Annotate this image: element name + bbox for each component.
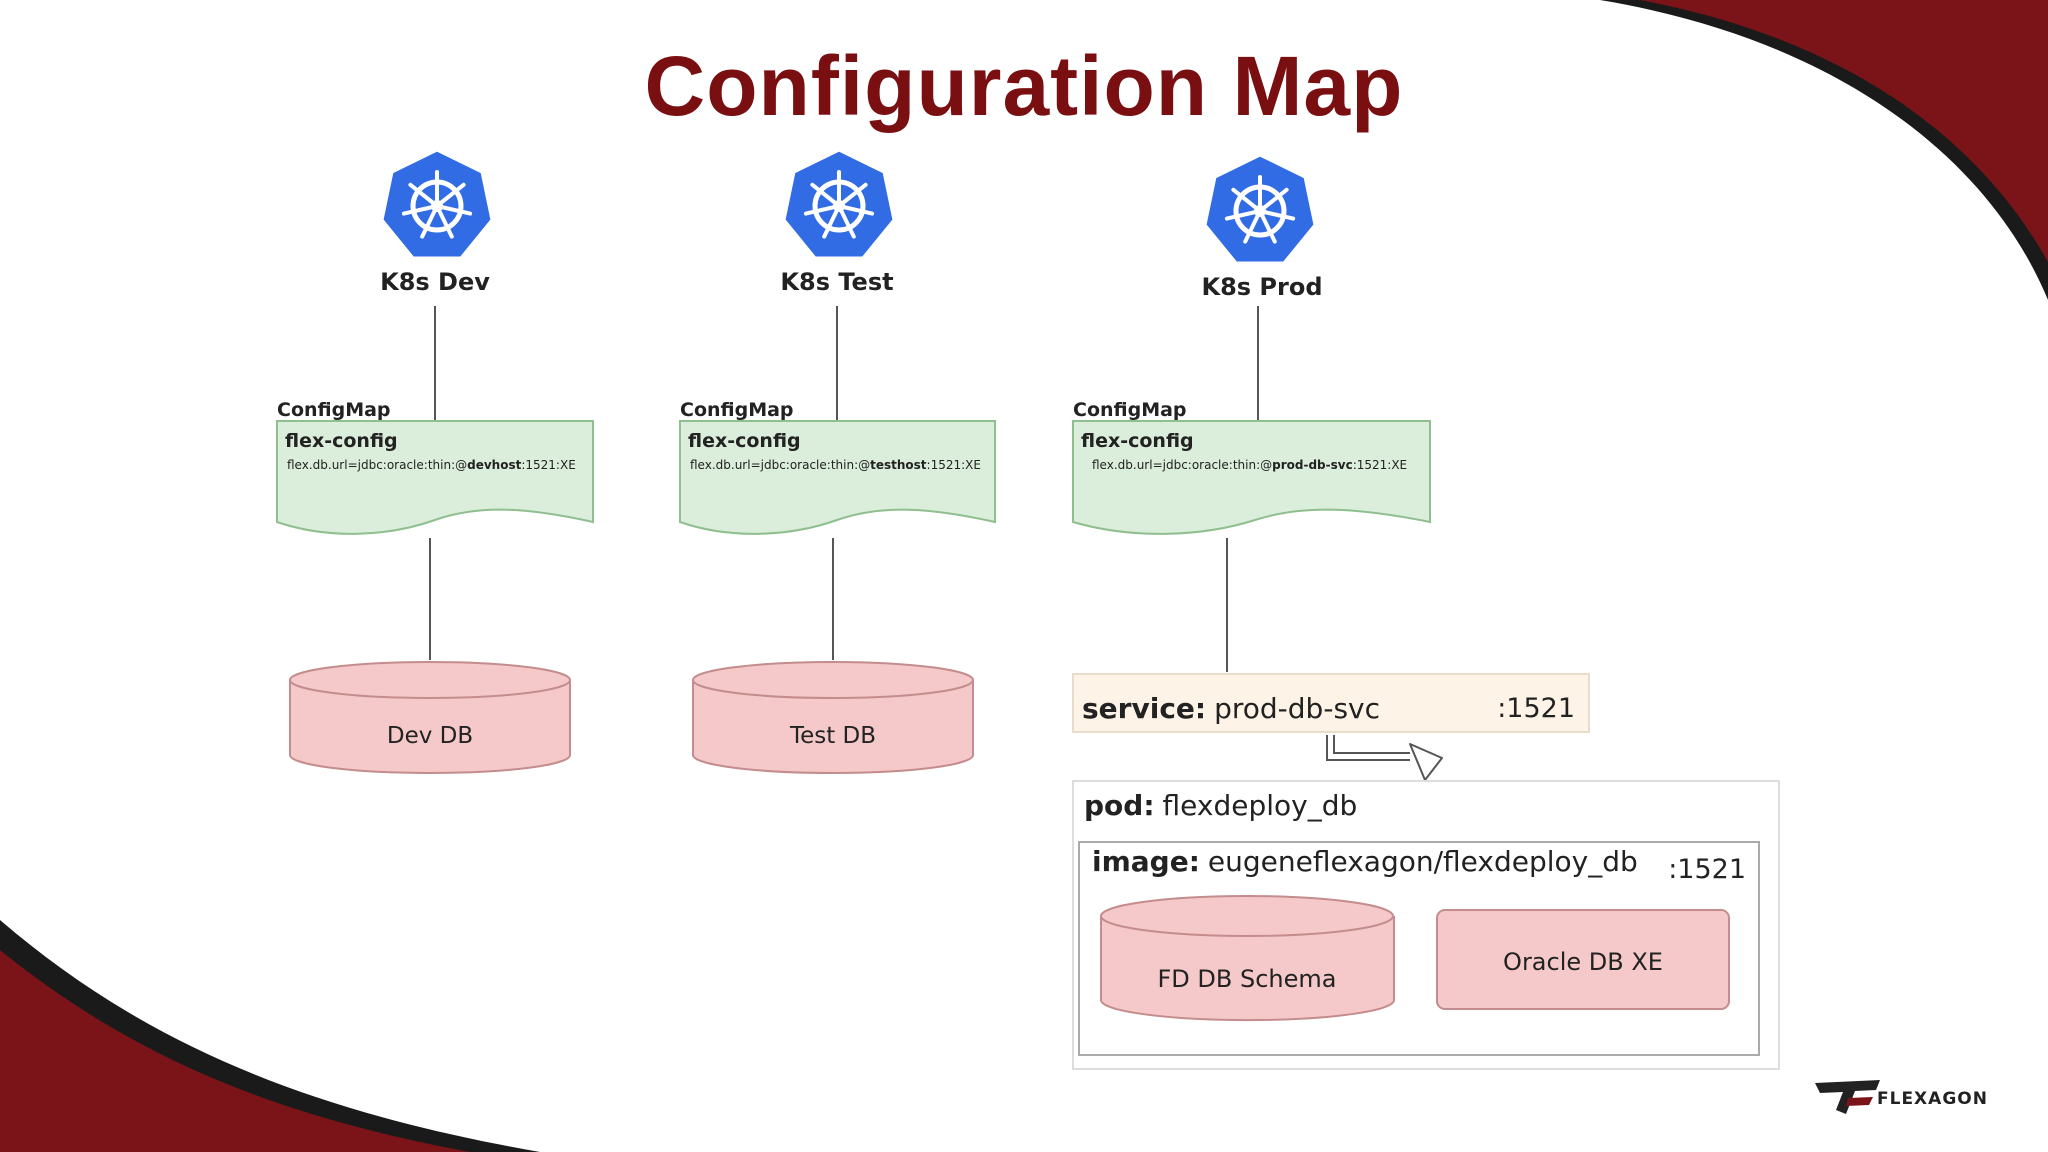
- configmap-name: flex-config: [285, 430, 398, 452]
- configmap-name: flex-config: [688, 430, 801, 452]
- kubernetes-icon: [784, 150, 894, 258]
- schema-database: FD DB Schema: [1100, 895, 1395, 1022]
- pod-title: pod:flexdeploy_db: [1084, 789, 1357, 822]
- configmap-kind: ConfigMap: [680, 399, 794, 421]
- database-label: Dev DB: [387, 723, 473, 749]
- cluster-label: K8s Dev: [380, 268, 490, 296]
- service-port: :1521: [1497, 693, 1575, 724]
- schema-label: FD DB Schema: [1158, 965, 1337, 993]
- service-text: service:prod-db-svc: [1082, 692, 1380, 725]
- connector-lines: [429, 306, 1259, 672]
- configmap-url: flex.db.url=jdbc:oracle:thin:@prod-db-sv…: [1092, 458, 1407, 472]
- configmap-url: flex.db.url=jdbc:oracle:thin:@testhost:1…: [690, 458, 981, 472]
- cluster-dev: K8s Dev ConfigMap flex-config flex.db.ur…: [276, 150, 594, 774]
- engine-label: Oracle DB XE: [1503, 948, 1663, 976]
- cluster-label: K8s Test: [780, 268, 893, 296]
- image-port: :1521: [1668, 854, 1746, 885]
- arrow-icon: [1326, 735, 1443, 781]
- flexagon-logo: FLEXAGON: [1815, 1080, 1988, 1114]
- database-test: Test DB: [692, 661, 974, 774]
- configmap-url: flex.db.url=jdbc:oracle:thin:@devhost:15…: [287, 458, 576, 472]
- logo-text: FLEXAGON: [1877, 1089, 1988, 1109]
- cluster-test: K8s Test ConfigMap flex-config flex.db.u…: [679, 150, 996, 774]
- configmap-kind: ConfigMap: [277, 399, 391, 421]
- configmap-kind: ConfigMap: [1073, 399, 1187, 421]
- service-box: service:prod-db-svc :1521: [1072, 673, 1590, 733]
- configmap-doc: ConfigMap flex-config flex.db.url=jdbc:o…: [1072, 399, 1431, 535]
- kubernetes-icon: [1205, 155, 1315, 263]
- image-box: image:eugeneflexagon/flexdeploy_db :1521…: [1078, 841, 1760, 1056]
- cluster-label: K8s Prod: [1201, 273, 1322, 301]
- cluster-prod: K8s Prod ConfigMap flex-config flex.db.u…: [1072, 155, 1780, 1070]
- pod-box: pod:flexdeploy_db image:eugeneflexagon/f…: [1072, 780, 1780, 1070]
- configmap-doc: ConfigMap flex-config flex.db.url=jdbc:o…: [679, 399, 996, 535]
- database-dev: Dev DB: [289, 661, 571, 774]
- database-label: Test DB: [789, 723, 876, 749]
- kubernetes-icon: [382, 150, 492, 258]
- image-text: image:eugeneflexagon/flexdeploy_db: [1092, 845, 1638, 878]
- configmap-name: flex-config: [1081, 430, 1194, 452]
- configmap-doc: ConfigMap flex-config flex.db.url=jdbc:o…: [276, 399, 594, 535]
- slide-title: Configuration Map: [644, 39, 1404, 133]
- engine-box: Oracle DB XE: [1436, 909, 1730, 1010]
